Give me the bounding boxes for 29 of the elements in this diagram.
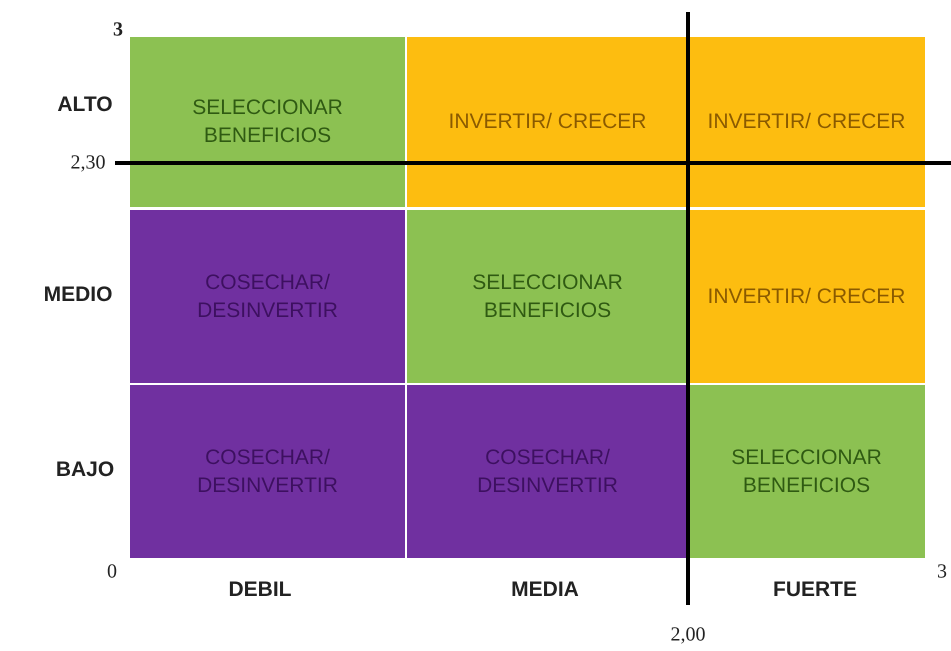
cell-text: SELECCIONAR BENEFICIOS	[730, 444, 883, 498]
strategy-cell	[130, 385, 405, 558]
axis-label: BAJO	[56, 458, 114, 482]
strategy-cell	[688, 37, 925, 207]
axis-label: DEBIL	[228, 578, 292, 602]
cell-text: COSECHAR/ DESINVERTIR	[476, 444, 619, 498]
strategy-cell	[407, 385, 688, 558]
axis-tick-label: 3	[113, 18, 123, 42]
cell-text: COSECHAR/ DESINVERTIR	[196, 444, 339, 498]
axis-tick-label: 2,30	[70, 152, 106, 174]
axis-tick-label: 3	[937, 560, 947, 584]
axis-label: ALTO	[57, 93, 113, 117]
axis-tick-label: 0	[107, 560, 117, 584]
strategy-cell	[407, 37, 688, 207]
cell-text: INVERTIR/ CRECER	[448, 109, 648, 135]
strategy-cell	[407, 210, 688, 383]
cell-text: INVERTIR/ CRECER	[706, 284, 906, 310]
strategy-cell	[688, 210, 925, 383]
cell-text: SELECCIONAR BENEFICIOS	[471, 270, 624, 324]
axis-label: FUERTE	[773, 578, 857, 602]
cell-text: INVERTIR/ CRECER	[706, 109, 906, 135]
strategy-cell	[130, 37, 405, 207]
strategy-cell	[130, 210, 405, 383]
cell-text: SELECCIONAR BENEFICIOS	[191, 95, 344, 149]
cell-text: COSECHAR/ DESINVERTIR	[196, 270, 339, 324]
axis-tick-label: 2,00	[670, 624, 706, 646]
strategy-cell	[688, 385, 925, 558]
axis-label: MEDIO	[44, 283, 112, 307]
axis-label: MEDIA	[511, 578, 579, 602]
